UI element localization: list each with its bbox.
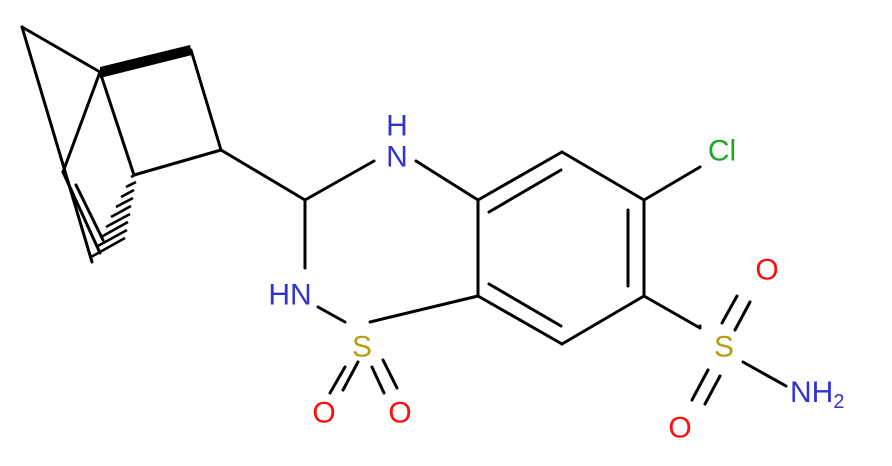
atom-o-sulfonamide-top: O	[755, 254, 778, 287]
bond-s-o-top-2	[720, 294, 739, 325]
bond-s-o-top	[733, 300, 752, 332]
bond-c4a-c5	[476, 150, 564, 202]
atom-labels: H N HN Cl S S O O O O NH2	[268, 110, 844, 445]
bond-c8-c8a-inner	[487, 282, 563, 328]
sulfonamide-bonds	[690, 294, 788, 406]
bond-s1-o-right	[370, 365, 386, 395]
atom-h-top: H	[386, 110, 408, 143]
atom-cl: Cl	[708, 135, 736, 168]
bond-n2-s1	[316, 305, 347, 324]
bond-n4-c4a	[414, 159, 480, 202]
norbornene-bonds	[20, 25, 307, 264]
bond-c8-c8a	[476, 294, 564, 346]
atom-nh2: NH2	[790, 376, 844, 414]
atom-nh2-main: NH	[790, 376, 833, 409]
bond-s1-o-left-2	[341, 360, 360, 392]
bond-c7-s	[642, 294, 702, 330]
thiadiazine-bonds	[303, 159, 480, 395]
bond-ch-to-c3	[219, 148, 307, 202]
hash-wedge-bond	[90, 172, 138, 259]
bond-bridgehead-to-alkene	[61, 70, 102, 174]
bond-s1-o-right-2	[381, 358, 399, 390]
bond-c5-c6	[560, 150, 646, 202]
bond-bridgehead-to-lower	[98, 70, 136, 177]
bond-c6-cl	[642, 165, 702, 202]
benzene-bonds	[476, 150, 702, 346]
bond-c3-n4	[303, 159, 376, 202]
bond-s1-o-left	[328, 365, 347, 395]
bond-c4a-c5-inner	[487, 168, 563, 214]
atom-o-ring-right: O	[388, 397, 411, 430]
bond-s-o-bottom	[690, 368, 710, 402]
atom-o-ring-left: O	[312, 397, 335, 430]
bond-ch-to-bridgehead	[132, 148, 223, 177]
bond-ch2-to-ch	[189, 48, 223, 152]
bond-alkene-inner	[74, 183, 105, 242]
atom-n4: N	[386, 141, 408, 174]
bond-c7-c8	[560, 294, 646, 346]
atom-nh2-subscript: 2	[833, 391, 844, 413]
bond-alkene-outer	[61, 170, 102, 255]
bond-bridge-to-bottom	[20, 25, 94, 264]
bond-bridge-top-left	[20, 25, 102, 74]
atom-hn2: HN	[268, 279, 311, 312]
atom-s-sulfonamide: S	[714, 331, 734, 364]
atom-o-sulfonamide-bottom: O	[668, 412, 691, 445]
wedge-bond-top	[100, 45, 192, 78]
bond-s-o-bottom-2	[703, 374, 722, 406]
bond-s1-c8a	[368, 294, 480, 324]
atom-s1: S	[352, 331, 372, 364]
bond-s-n	[741, 360, 788, 388]
